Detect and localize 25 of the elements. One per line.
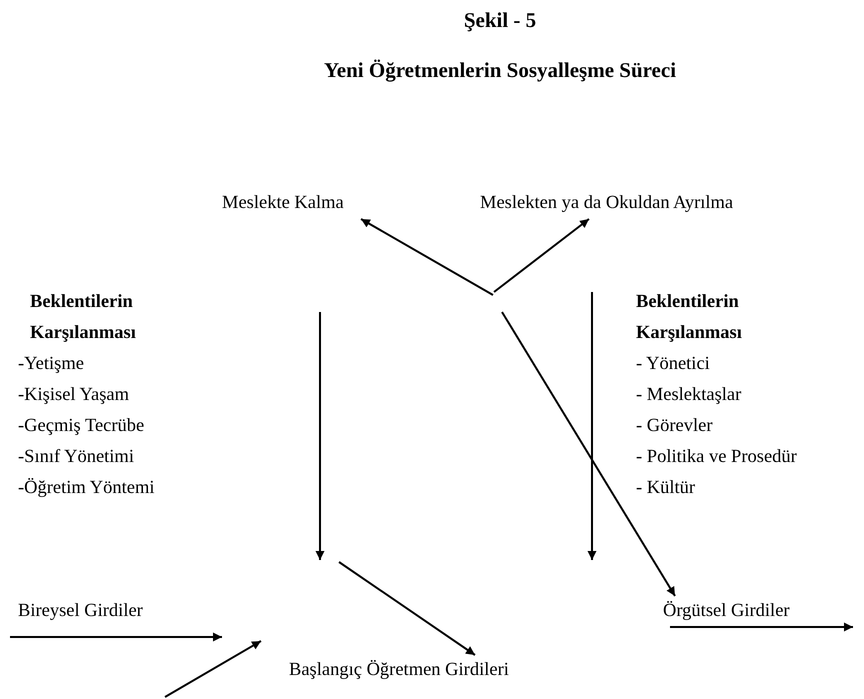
arrow: [501, 311, 676, 597]
arrow: [338, 561, 476, 656]
list-item: -Geçmiş Tecrübe: [18, 415, 146, 438]
node-label: Başlangıç Öğretmen Girdileri: [289, 659, 509, 682]
node-label: Örgütsel Girdiler: [663, 600, 790, 623]
node-label: Bireysel Girdiler: [18, 600, 143, 623]
list-heading: Beklentilerin Karşılanması: [636, 291, 743, 345]
list-item: -Öğretim Yöntemi: [18, 477, 156, 500]
diagram-title: Yeni Öğretmenlerin Sosyalleşme Süreci: [322, 58, 678, 83]
arrow: [670, 622, 853, 632]
figure-number: Şekil - 5: [462, 8, 538, 33]
node-label: Meslekten ya da Okuldan Ayrılma: [480, 192, 734, 215]
list-item: -Kişisel Yaşam: [18, 384, 130, 407]
list-item: - Politika ve Prosedür: [636, 446, 797, 469]
list-item: -Yetişme: [18, 353, 85, 376]
arrow: [360, 218, 494, 296]
arrow: [10, 632, 222, 642]
list-item: -Sınıf Yönetimi: [18, 446, 135, 469]
list-item: - Meslektaşlar: [636, 384, 742, 407]
arrow: [493, 218, 590, 293]
node-label: Meslekte Kalma: [222, 192, 344, 215]
list-item: - Yönetici: [636, 353, 711, 376]
list-item: - Görevler: [636, 415, 714, 438]
list-heading: Beklentilerin Karşılanması: [29, 291, 137, 345]
list-item: - Kültür: [636, 477, 696, 500]
